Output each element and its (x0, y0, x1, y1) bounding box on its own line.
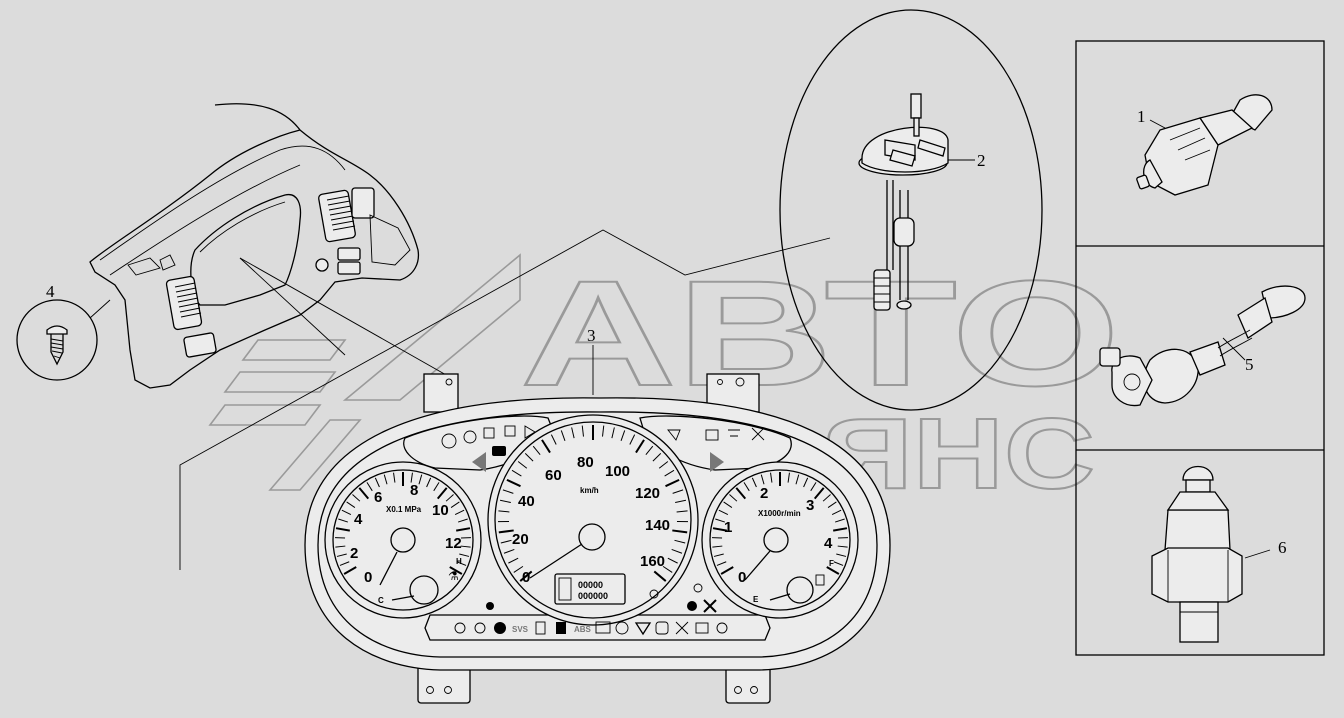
abs-label: ABS (574, 625, 592, 634)
rpm-tick-1: 1 (724, 519, 732, 536)
tachometer-unit: X1000r/min (758, 509, 801, 518)
speed-tick-0: 0 (522, 569, 530, 586)
speed-tick-7: 140 (645, 517, 670, 534)
callout-4: 4 (46, 282, 55, 301)
fuel-low-icon (556, 622, 566, 634)
engine-temp-icon (687, 601, 697, 611)
odometer-line1: 00000 (578, 580, 603, 590)
callout-6: 6 (1278, 538, 1287, 557)
pressure-tick-6: 12 (445, 535, 462, 552)
pressure-gauge-unit: X0.1 MPa (386, 505, 422, 514)
speed-tick-8: 160 (640, 553, 665, 570)
engine-check-icon (494, 622, 506, 634)
rpm-tick-3: 3 (806, 497, 814, 514)
pressure-tick-0: 0 (364, 569, 372, 586)
rpm-tick-2: 2 (760, 485, 768, 502)
pressure-tick-2: 4 (354, 511, 363, 528)
temperature-sensor-part-1 (1136, 95, 1272, 195)
fuel-empty-label: E (753, 595, 759, 604)
callout-1: 1 (1137, 107, 1146, 126)
speed-tick-3: 60 (545, 467, 562, 484)
callout-2: 2 (977, 151, 986, 170)
fuel-full-label: F (829, 559, 834, 568)
screw-part-4 (17, 300, 110, 380)
speedometer-unit: km/h (580, 486, 599, 495)
pressure-tick-1: 2 (350, 545, 358, 562)
odometer-line2: 000000 (578, 591, 608, 601)
connector-part-5 (1100, 286, 1305, 405)
speed-tick-1: 20 (512, 531, 529, 548)
parts-panel (1076, 41, 1324, 655)
pressure-sensor-part-6 (1152, 467, 1270, 643)
speed-tick-4: 80 (577, 454, 594, 471)
pressure-tick-3: 6 (374, 489, 382, 506)
rpm-tick-4: 4 (824, 535, 833, 552)
pressure-tick-5: 10 (432, 502, 449, 519)
callout-3: 3 (587, 326, 596, 345)
callout-5: 5 (1245, 355, 1254, 374)
watermark-line1: АВТО (520, 249, 1120, 417)
speed-tick-2: 40 (518, 493, 535, 510)
speed-tick-5: 100 (605, 463, 630, 480)
pressure-tick-4: 8 (410, 482, 418, 499)
temp-low-label: C (378, 596, 384, 605)
rpm-tick-0: 0 (738, 569, 746, 586)
temp-high-label: H (456, 557, 462, 566)
pressure-temp-gauge: X0.1 MPa 0 2 4 6 8 10 12 C H ⚗ (325, 462, 481, 618)
headlight-icon (492, 446, 506, 456)
speed-tick-6: 120 (635, 485, 660, 502)
tachometer: X1000r/min 0 1 2 3 4 E F (702, 462, 858, 618)
speedometer: km/h 0 20 40 60 80 100 120 140 160 00000… (488, 415, 698, 625)
oil-level-icon (486, 602, 494, 610)
coolant-temp-icon: ⚗ (448, 569, 459, 583)
svs-label: SVS (512, 625, 529, 634)
